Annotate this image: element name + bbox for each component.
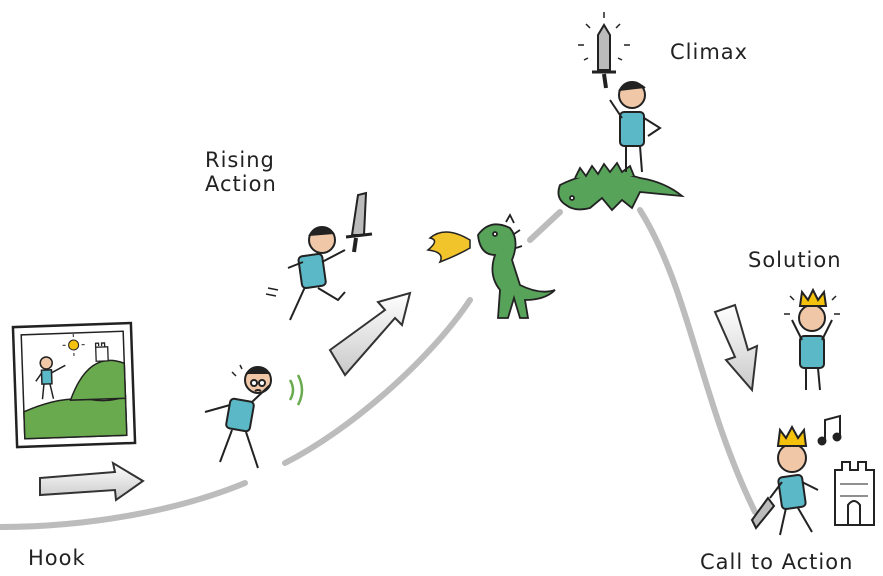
crown-icon [798, 287, 828, 307]
arrow-icon [713, 303, 759, 393]
stage-label-call-to-action: Call to Action [700, 550, 854, 574]
arrow-icon [328, 291, 412, 377]
hero-icon [578, 12, 662, 173]
hero-icon [750, 414, 842, 536]
story-path [0, 207, 758, 530]
crown-icon [776, 424, 808, 447]
stage-label-rising: Rising [205, 148, 275, 172]
stage-label-climax: Climax [670, 40, 749, 64]
dragon-icon [477, 213, 556, 319]
arrow-icon [39, 460, 145, 502]
sword-icon [345, 191, 373, 253]
hero-icon [35, 356, 66, 400]
castle-icon [94, 342, 109, 362]
sword-icon [592, 23, 616, 89]
stage-label-hook: Hook [28, 546, 86, 570]
music-note-icon [817, 414, 842, 446]
castle-icon [834, 461, 875, 526]
hero-icon [265, 191, 373, 321]
photo-icon [11, 321, 137, 449]
sword-icon [750, 496, 776, 530]
hero-icon [204, 364, 304, 469]
sun-icon [62, 334, 85, 357]
stage-label-action: Action [205, 172, 277, 196]
stage-label-solution: Solution [748, 248, 842, 272]
hero-icon [784, 287, 840, 391]
fire-icon [426, 231, 471, 264]
dragon-icon [557, 161, 685, 212]
